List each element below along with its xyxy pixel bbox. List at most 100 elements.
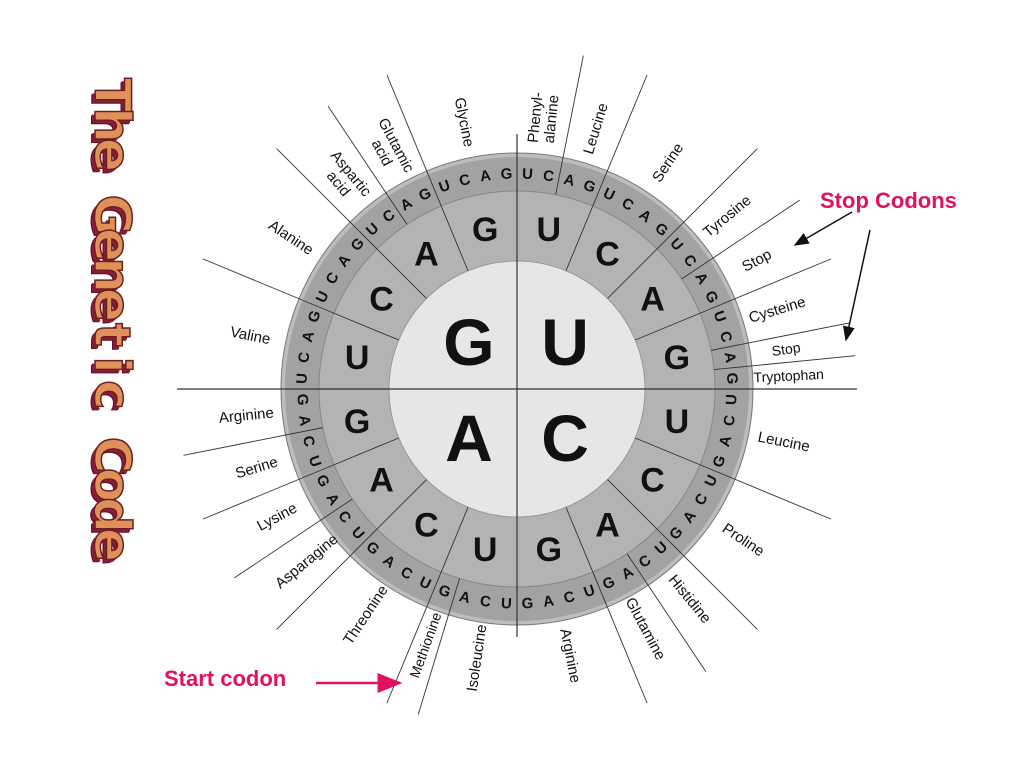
amino-acid-label: Histidine: [665, 572, 715, 627]
third-base-letter: G: [436, 581, 453, 601]
amino-acid-label: Methionine: [406, 610, 444, 680]
third-base-letter: C: [479, 592, 492, 610]
ring-divider: [635, 437, 701, 466]
amino-acid-text: Threonine: [340, 582, 392, 648]
amino-acid-label: Arginine: [556, 627, 583, 684]
amino-acid-divider: [699, 258, 832, 314]
stop-codons-label: Stop Codons: [820, 188, 957, 213]
third-base-letter: U: [294, 373, 312, 385]
third-base-letter: G: [723, 372, 741, 384]
amino-acid-divider: [276, 528, 378, 630]
amino-acid-text: Phenyl-: [525, 91, 547, 143]
second-base-letter: U: [345, 339, 370, 377]
second-base-letter: G: [664, 339, 690, 377]
amino-acid-text: Histidine: [665, 572, 715, 627]
second-base-letter: G: [472, 211, 498, 249]
amino-acid-divider: [714, 355, 856, 371]
third-base-letter: U: [501, 595, 513, 613]
first-base-u: U: [541, 305, 589, 379]
amino-acid-text: Serine: [233, 454, 279, 483]
second-base-letter: G: [344, 403, 370, 441]
amino-acid-text: Alanine: [265, 217, 316, 259]
amino-acid-label: Tryptophan: [753, 366, 824, 385]
third-base-letter: U: [437, 177, 453, 197]
ring-divider: [565, 507, 594, 573]
amino-acid-divider: [592, 74, 648, 207]
second-base-letter: A: [414, 235, 439, 273]
amino-acid-label: Alanine: [265, 217, 316, 259]
amino-acid-label: Serine: [233, 454, 279, 483]
amino-acid-divider: [555, 55, 584, 195]
amino-acid-divider: [183, 427, 323, 456]
second-base-letter: U: [537, 211, 562, 249]
second-base-letter: A: [595, 507, 620, 545]
ring-divider: [607, 248, 658, 299]
second-base-letter: U: [665, 403, 690, 441]
amino-acid-label: Arginine: [218, 405, 274, 427]
amino-acid-text: Leucine: [580, 101, 612, 156]
second-base-letter: C: [369, 280, 394, 318]
ring-divider: [635, 312, 701, 341]
amino-acid-text: Valine: [229, 324, 272, 349]
ring-divider: [440, 507, 469, 573]
third-base-letter: G: [305, 308, 325, 325]
amino-acid-label: Stop: [771, 339, 802, 359]
amino-acid-text: Isoleucine: [464, 623, 491, 692]
second-base-letter: C: [414, 507, 439, 545]
amino-acid-label: Stop: [739, 246, 774, 276]
amino-acid-label: Leucine: [580, 101, 612, 156]
amino-acid-label: Cysteine: [747, 293, 808, 326]
first-base-c: C: [541, 401, 589, 475]
ring-divider: [376, 248, 427, 299]
amino-acid-label: Asparagine: [272, 531, 341, 592]
third-base-letter: C: [562, 588, 577, 607]
amino-acid-divider: [417, 578, 460, 715]
amino-acid-label: Phenyl-alanine: [525, 91, 563, 144]
third-base-letter: A: [457, 588, 472, 607]
third-base-letter: U: [305, 453, 325, 469]
third-base-letter: C: [542, 167, 555, 185]
third-base-letter: A: [295, 414, 313, 427]
third-base-letter: G: [521, 595, 533, 613]
third-base-letter: U: [710, 309, 730, 325]
amino-acid-label: Threonine: [340, 582, 392, 648]
amino-acid-divider: [234, 498, 353, 579]
third-base-letter: G: [500, 165, 512, 183]
start-codon-label: Start codon: [164, 666, 287, 691]
third-base-letter: U: [723, 394, 741, 406]
third-base-letter: G: [709, 453, 729, 470]
amino-acid-text: Cysteine: [747, 293, 808, 326]
amino-acid-divider: [592, 571, 648, 704]
third-base-letter: A: [479, 167, 492, 185]
amino-acid-text: Glycine: [451, 96, 477, 148]
amino-acid-divider: [202, 258, 335, 314]
amino-acid-text: Stop: [771, 339, 802, 359]
amino-acid-label: Proline: [719, 520, 767, 560]
third-base-letter: C: [720, 414, 738, 427]
amino-acid-text: Arginine: [556, 627, 583, 684]
third-base-letter: U: [581, 582, 597, 602]
amino-acid-text: alanine: [541, 94, 563, 144]
third-base-letter: A: [720, 351, 738, 364]
amino-acid-text: Lysine: [254, 500, 300, 535]
amino-acid-divider: [327, 106, 408, 225]
amino-acid-text: Tyrosine: [700, 192, 755, 241]
amino-acid-label: Tyrosine: [700, 192, 755, 241]
third-base-letter: C: [299, 434, 318, 449]
third-base-letter: A: [542, 592, 555, 610]
third-base-letter: U: [522, 166, 534, 184]
amino-acid-divider: [656, 528, 758, 630]
amino-acid-divider: [711, 322, 851, 351]
first-base-a: A: [445, 401, 493, 475]
second-base-letter: A: [369, 462, 394, 500]
amino-acid-label: Isoleucine: [464, 623, 491, 692]
amino-acid-text: Leucine: [756, 429, 811, 456]
third-base-letter: A: [716, 434, 735, 449]
amino-acid-label: Glycine: [451, 96, 477, 148]
amino-acid-divider: [656, 148, 758, 250]
amino-acid-label: Leucine: [756, 429, 811, 456]
second-base-letter: C: [640, 462, 665, 500]
